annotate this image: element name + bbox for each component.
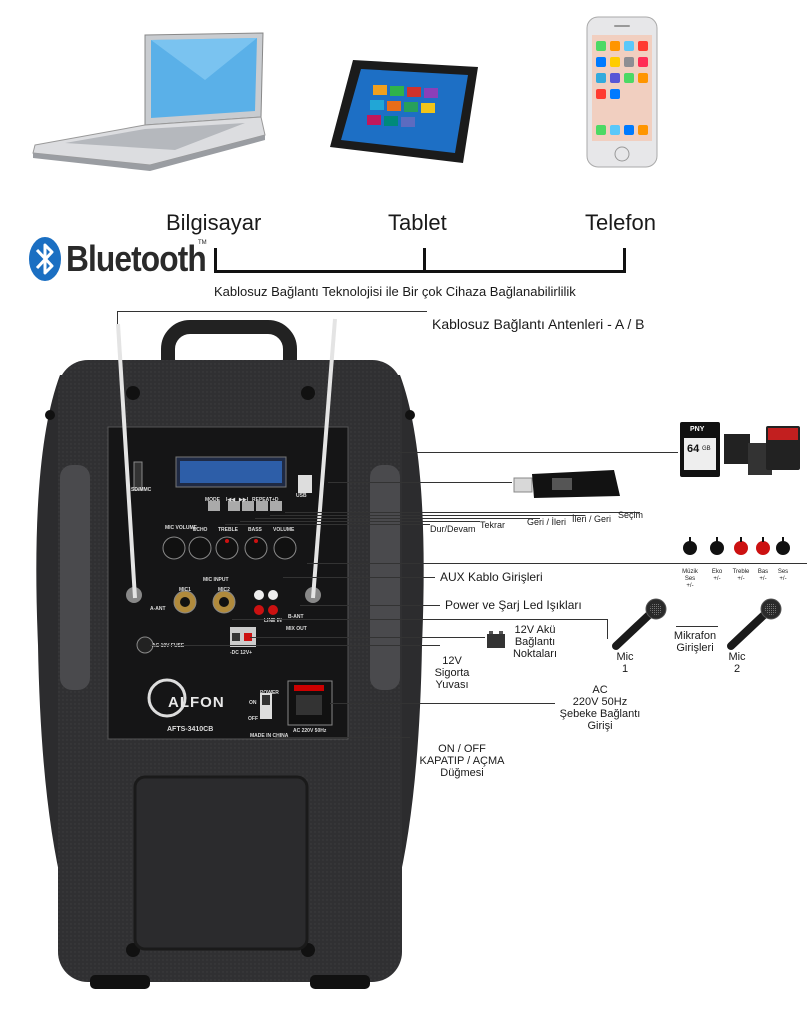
legend-knob-label-4: Ses+/- xyxy=(777,569,789,582)
bracket-bar xyxy=(214,270,626,273)
sd-card-capacity: 64 xyxy=(687,443,700,455)
panel-mode-label: MODE xyxy=(205,497,220,503)
aux-callout: AUX Kablo Girişleri xyxy=(440,570,543,584)
power-led-callout: Power ve Şarj Led Işıkları xyxy=(445,598,582,612)
next-prev-callout: İleri / Geri xyxy=(572,514,612,524)
usb-stick-image xyxy=(513,470,620,498)
legend-knob-1 xyxy=(710,537,724,555)
speaker-image xyxy=(36,320,424,989)
antenna-a xyxy=(116,323,137,599)
panel-line-in-label: LINE IN xyxy=(264,618,282,624)
brand-logo-text: ALFON xyxy=(168,694,225,711)
bluetooth-wordmark: Bluetooth xyxy=(66,238,207,279)
model-number: AFTS-3410CB xyxy=(167,726,214,733)
sd-card-brand: PNY xyxy=(690,426,705,433)
microphone-1-image xyxy=(612,598,667,650)
panel-power-label: POWER xyxy=(260,690,279,696)
panel-ac-label: AC 220V 50Hz xyxy=(293,728,327,734)
bluetooth-tagline: Kablosuz Bağlantı Teknolojisi ile Bir ço… xyxy=(214,284,576,299)
play-pause-callout: Dur/Devam xyxy=(430,524,476,534)
phone-label: Telefon xyxy=(585,210,656,235)
panel-next-label: ▶▶I xyxy=(239,497,249,503)
trademark-mark: TM xyxy=(198,240,207,246)
repeat-callout: Tekrar xyxy=(480,520,506,530)
computer-label: Bilgisayar xyxy=(166,210,262,235)
memory-cards-image xyxy=(680,422,800,477)
antenna-b xyxy=(311,318,337,599)
panel-made-in-label: MADE IN CHINA xyxy=(250,733,289,739)
tablet-label: Tablet xyxy=(388,210,447,235)
microphone-2-image xyxy=(727,598,782,650)
panel-off-label: OFF xyxy=(248,716,258,722)
tablet-image xyxy=(330,60,478,163)
legend-knob-label-2: Treble+/- xyxy=(732,569,750,582)
panel-echo-label: ECHO xyxy=(193,527,208,533)
panel-repeat-label: REPEAT xyxy=(252,497,272,503)
legend-knob-2 xyxy=(734,537,748,555)
battery-icon xyxy=(487,631,505,648)
panel-prev-label: I◀◀ xyxy=(226,497,236,503)
panel-mix-out-label: MIX OUT xyxy=(286,626,307,632)
antennas-callout: Kablosuz Bağlantı Antenleri - A / B xyxy=(432,316,645,332)
panel-b-ant-label: B-ANT xyxy=(288,614,304,620)
sd-card-unit: GB xyxy=(702,446,711,452)
legend-knob-0 xyxy=(683,537,697,555)
panel-bass-label: BASS xyxy=(248,527,262,533)
panel-treble-label: TREBLE xyxy=(218,527,238,533)
panel-mic-input-label: MIC INPUT xyxy=(203,577,229,583)
fwd-back-callout: Geri / İleri xyxy=(527,517,567,527)
panel-on-label: ON xyxy=(249,700,257,706)
panel-fuse-label: AC 10V FUSE xyxy=(152,643,185,649)
phone-image xyxy=(586,16,658,168)
bluetooth-icon xyxy=(29,237,61,281)
panel-dc-label: -DC 12V+ xyxy=(230,650,253,656)
panel-volume-label: VOLUME xyxy=(273,527,295,533)
panel-sd-label: SD/MMC xyxy=(131,487,152,493)
legend-knob-4 xyxy=(776,537,790,555)
panel-mic-volume-label: MIC VOLUME xyxy=(165,525,197,531)
legend-knob-label-3: Bas+/- xyxy=(757,569,769,582)
panel-mic2-label: MIC2 xyxy=(218,587,230,593)
legend-knob-3 xyxy=(756,537,770,555)
panel-mic1-label: MIC1 xyxy=(179,587,191,593)
panel-usb-label: USB xyxy=(296,493,307,499)
panel-vol-button-label: +D xyxy=(272,497,279,503)
panel-a-ant-label: A-ANT xyxy=(150,606,166,612)
laptop-image xyxy=(32,32,266,171)
select-callout: Seçim xyxy=(618,510,644,520)
legend-knob-label-1: Eko+/- xyxy=(711,569,723,582)
